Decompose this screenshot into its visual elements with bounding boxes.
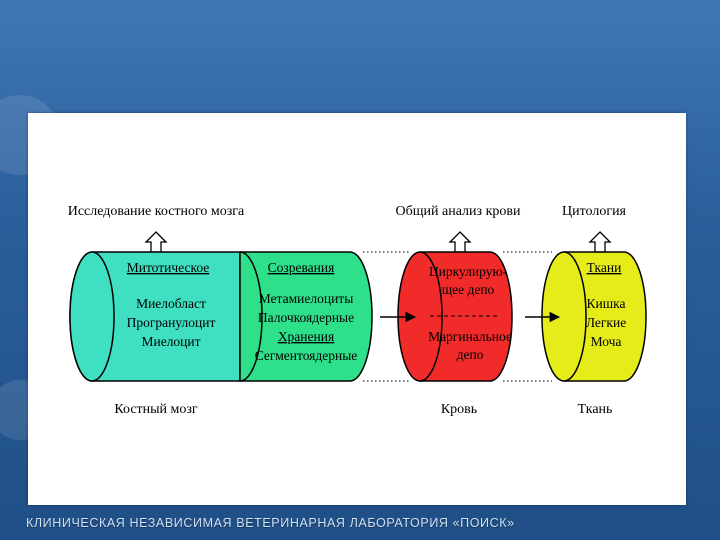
- cylinder-maturation: [239, 251, 373, 382]
- cell-item: Метамиелоциты: [259, 291, 354, 306]
- marginal-pool-label: депо: [457, 347, 484, 362]
- cylinder-blood: [397, 251, 513, 382]
- diagram-panel: Исследование костного мозга Общий анализ…: [28, 113, 686, 505]
- tissue-item: Кишка: [587, 296, 626, 311]
- tissue-item: Легкие: [586, 315, 626, 330]
- up-arrow-icon: [448, 231, 472, 253]
- up-arrow-icon: [144, 231, 168, 253]
- cell-item: Миелоцит: [141, 334, 200, 349]
- label-bone-marrow-exam: Исследование костного мозга: [68, 204, 245, 219]
- label-cbc: Общий анализ крови: [396, 204, 521, 219]
- cell-item: Палочкоядерные: [258, 310, 354, 325]
- diagram-svg: Исследование костного мозга Общий анализ…: [68, 204, 647, 417]
- label-bone-marrow: Костный мозг: [114, 402, 198, 417]
- tissues-heading: Ткани: [587, 260, 622, 275]
- tissue-item: Моча: [591, 334, 622, 349]
- cell-item: Сегментоядерные: [255, 348, 358, 363]
- circulating-pool-label: щее депо: [442, 282, 495, 297]
- cylinder-tissue: [541, 251, 647, 382]
- maturation-heading: Созревания: [268, 260, 335, 275]
- mitotic-heading: Митотическое: [127, 260, 210, 275]
- storage-heading: Хранения: [278, 329, 334, 344]
- cylinder-mitotic: [69, 251, 241, 382]
- cell-item: Програнулоцит: [127, 315, 216, 330]
- label-blood: Кровь: [441, 402, 477, 417]
- footer-lab-name: КЛИНИЧЕСКАЯ НЕЗАВИСИМАЯ ВЕТЕРИНАРНАЯ ЛАБ…: [26, 516, 515, 530]
- up-arrow-icon: [588, 231, 612, 253]
- cell-item: Миелобласт: [136, 296, 206, 311]
- label-tissue: Ткань: [578, 402, 613, 417]
- marginal-pool-label: Маргинальное: [428, 329, 512, 344]
- circulating-pool-label: Циркулирую-: [429, 264, 508, 279]
- label-cytology: Цитология: [562, 204, 627, 219]
